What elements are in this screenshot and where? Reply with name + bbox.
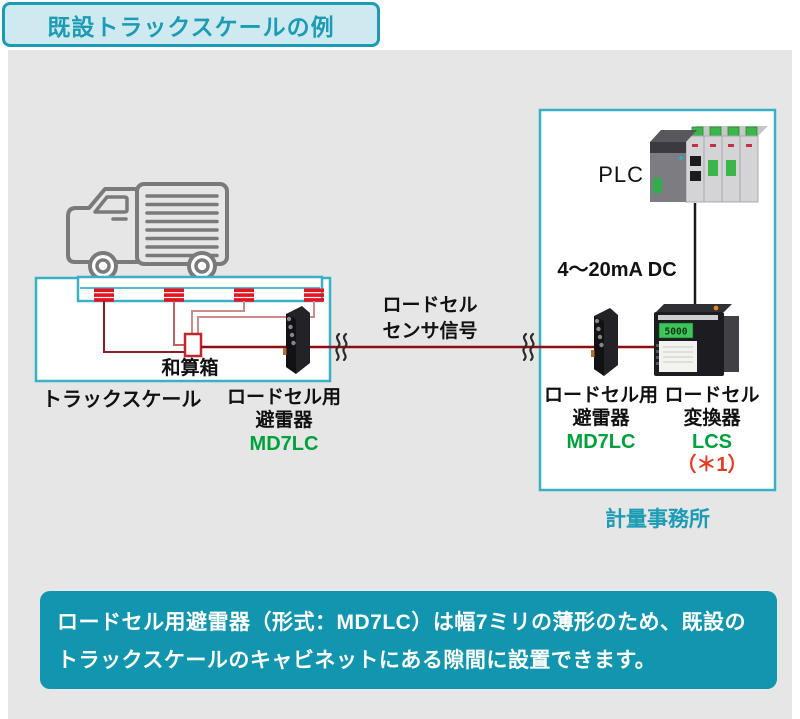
converter-label: ロードセル 変換器 LCS （＊1） bbox=[653, 384, 771, 477]
surge-protector-icon bbox=[283, 306, 310, 374]
plc-label: PLC bbox=[598, 162, 644, 187]
converter-footnote-ref: （＊1） bbox=[676, 454, 748, 476]
load-cell-icon bbox=[304, 288, 324, 302]
summing-box bbox=[183, 332, 203, 358]
line-break-icon bbox=[522, 332, 535, 362]
scale-platform bbox=[76, 275, 324, 303]
signal-label: ロードセル センサ信号 bbox=[355, 293, 505, 345]
converter-model: LCS bbox=[692, 431, 732, 453]
current-loop-label: 4～20mA DC bbox=[557, 259, 677, 281]
note-line2: トラックスケールのキャビネットにある隙間に設置できます。 bbox=[57, 649, 657, 672]
page-title-text: 既設トラックスケールの例 bbox=[47, 13, 335, 40]
surge-protector-icon bbox=[591, 308, 618, 376]
office-arrester-line2: 避雷器 bbox=[572, 408, 630, 429]
converter-display-value: 5000 bbox=[665, 327, 688, 338]
load-cell-wires bbox=[103, 301, 315, 353]
office-arrester-line1: ロードセル用 bbox=[543, 385, 658, 406]
converter-image: 5000 bbox=[654, 304, 739, 376]
truck-scale-label: トラックスケール bbox=[42, 389, 202, 411]
arrester-name-line2: 避雷器 bbox=[255, 410, 313, 431]
summing-box-label: 和算箱 bbox=[161, 358, 219, 379]
load-cell-icon bbox=[94, 288, 114, 302]
load-cell-icon bbox=[164, 288, 184, 302]
load-cell-icon bbox=[234, 288, 254, 302]
converter-line1: ロードセル bbox=[664, 385, 760, 406]
truck-icon bbox=[66, 182, 229, 281]
arrester-model: MD7LC bbox=[249, 433, 319, 455]
signal-label-line2: センサ信号 bbox=[382, 321, 478, 342]
office-label: 計量事務所 bbox=[605, 508, 710, 531]
note-box: ロードセル用避雷器（形式：MD7LC）は幅7ミリの薄形のため、既設の トラックス… bbox=[40, 591, 777, 689]
office-arrester-model: MD7LC bbox=[566, 431, 636, 453]
note-line1: ロードセル用避雷器（形式：MD7LC）は幅7ミリの薄形のため、既設の bbox=[57, 611, 747, 634]
converter-line2: 変換器 bbox=[683, 408, 741, 429]
load-cell-icons bbox=[94, 288, 324, 302]
office-arrester-label: ロードセル用 避雷器 MD7LC bbox=[543, 384, 659, 454]
arrester-name-line1: ロードセル用 bbox=[226, 387, 341, 408]
line-break-icon bbox=[335, 332, 348, 362]
plc-image bbox=[650, 126, 768, 203]
arrester-site-label: ロードセル用 避雷器 MD7LC bbox=[226, 386, 342, 456]
page-title: 既設トラックスケールの例 bbox=[2, 2, 380, 47]
signal-label-line1: ロードセル bbox=[382, 295, 478, 316]
